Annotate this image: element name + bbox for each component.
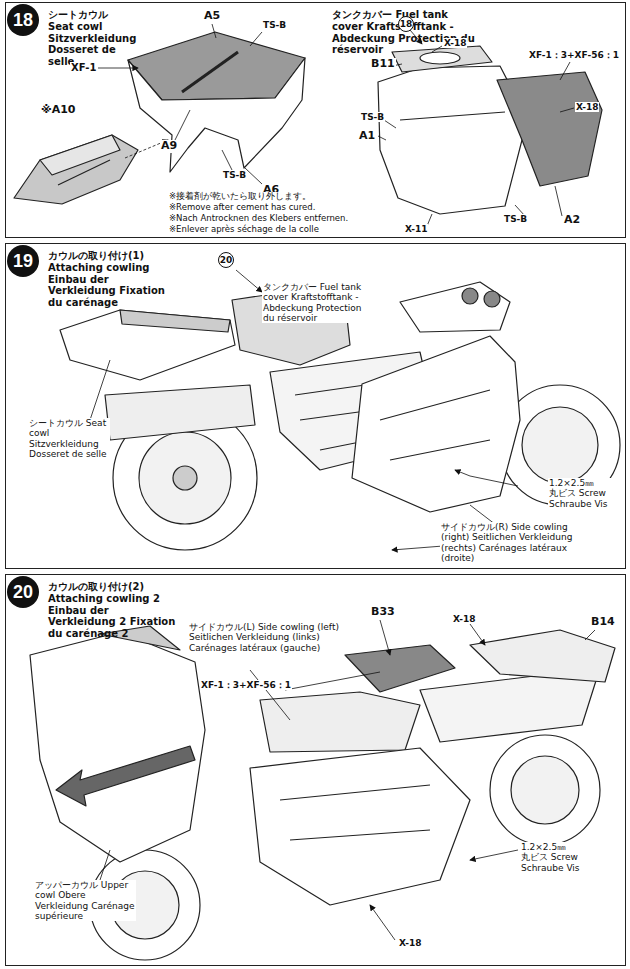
part-caption: サイドカウル(R) Side cowling (right) Seitliche… [440,522,592,563]
part-caption: 1.2×2.5㎜丸ビス Screw Schraube Vis [520,842,584,873]
part-label: B11 [370,58,396,71]
step-number-text: 18 [7,4,39,36]
callout-number: 20 [218,252,234,268]
part-label: TS-B [360,112,385,122]
part-label: ※Remove after cement has cured. [168,203,316,213]
step-heading: シートカウル Seat cowl Sitzverkleidung Dossere… [48,9,132,68]
part-label: X-18 [398,938,422,948]
part-label: B33 [370,606,396,619]
part-label: ※Nach Antrocknen des Klebers entfernen. [168,214,349,224]
callout-number: 18 [398,16,414,32]
part-label: TS-B [503,214,528,224]
part-caption: サイドカウル(L) Side cowling (left) Seitlichen… [188,622,340,653]
step-number: 18 [7,4,39,36]
part-label: ※接着剤が乾いたら取り外します。 [168,192,312,202]
part-label: XF-1：3+XF-56：1 [528,50,620,60]
part-label: B14 [590,616,616,629]
part-label: X-18 [443,38,467,48]
part-label: A9 [160,140,178,153]
part-caption: 1.2×2.5㎜丸ビス Screw Schraube Vis [548,478,612,509]
part-label: TS-B [222,170,247,180]
step-number-text: 19 [7,245,39,277]
part-label: A2 [563,214,581,227]
step-heading: カウルの取り付け(2) Attaching cowling 2 Einbau d… [48,581,178,640]
part-caption: アッパーカウル Upper cowl Obere Verkleidung Car… [34,880,136,921]
part-caption: タンクカバー Fuel tank cover Kraftstofftank -A… [262,282,376,323]
step-number: 19 [7,245,39,277]
part-label: A5 [203,10,221,23]
part-caption: シートカウル Seat cowl Sitzverkleidung Dossere… [28,418,110,459]
part-label: TS-B [262,20,287,30]
part-label: X-18 [452,614,476,624]
part-label: X-18 [575,102,599,112]
part-label: XF-1：3+XF-56：1 [200,680,292,690]
part-label: XF-1 [70,62,97,74]
part-label: ※A10 [40,104,77,117]
step-number-text: 20 [7,576,39,608]
part-label: X-11 [404,224,428,234]
part-label: ※Enlever après séchage de la colle [168,225,320,235]
step-heading: カウルの取り付け(1) Attaching cowling Einbau der… [48,250,178,309]
part-label: A1 [358,130,376,143]
step-number: 20 [7,576,39,608]
